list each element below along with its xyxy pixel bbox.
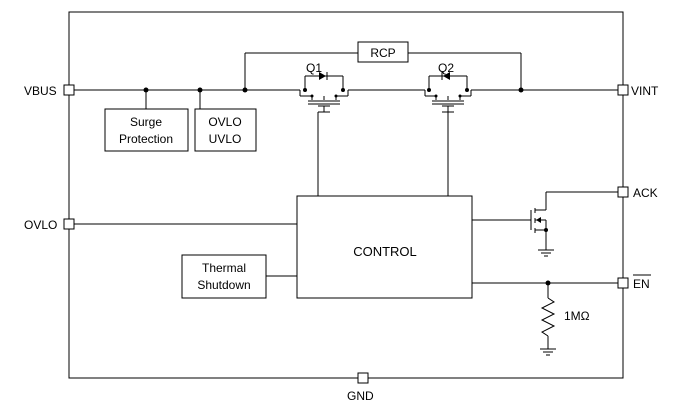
thermal-label-1: Thermal: [202, 261, 246, 275]
pin-gnd-label: GND: [347, 389, 374, 403]
pin-vbus: VBUS: [24, 84, 75, 98]
ovlo-uvlo-label-1: OVLO: [208, 115, 241, 129]
q1-label: Q1: [306, 61, 322, 75]
q2-label: Q2: [438, 61, 454, 75]
thermal-label-2: Shutdown: [197, 278, 250, 292]
surge-protection-block: Surge Protection: [104, 90, 189, 152]
rcp-label: RCP: [370, 46, 395, 60]
q1-mosfet: Q1: [300, 61, 348, 113]
control-block: CONTROL: [296, 195, 473, 299]
pin-en-label: EN: [633, 277, 650, 291]
rcp-path: RCP: [244, 41, 522, 90]
pin-vint-label: VINT: [631, 84, 659, 98]
chip-outline: [68, 11, 624, 379]
pin-gnd: GND: [347, 372, 374, 403]
ack-nmos: [472, 191, 618, 257]
thermal-shutdown-block: Thermal Shutdown: [181, 254, 297, 299]
gate-drive-lines: [317, 112, 449, 196]
pin-vint: VINT: [617, 84, 659, 98]
rcp-box: [357, 41, 409, 63]
main-rail: [74, 87, 618, 96]
ovlo-uvlo-label-2: UVLO: [209, 132, 242, 146]
pin-ovlo: OVLO: [24, 218, 75, 232]
pin-en: EN: [617, 274, 651, 291]
pulldown-resistor: [540, 297, 556, 337]
pin-ack: ACK: [617, 186, 658, 200]
pin-ack-label: ACK: [633, 186, 658, 200]
q2-mosfet: Q2: [425, 61, 471, 113]
pin-ovlo-label: OVLO: [24, 218, 57, 232]
surge-label-1: Surge: [130, 115, 162, 129]
surge-label-2: Protection: [119, 132, 173, 146]
en-network: 1MΩ: [472, 280, 618, 356]
pin-vbus-label: VBUS: [24, 84, 57, 98]
control-label: CONTROL: [353, 244, 417, 259]
resistor-label: 1MΩ: [564, 309, 590, 323]
ovlo-uvlo-block: OVLO UVLO: [194, 90, 257, 152]
